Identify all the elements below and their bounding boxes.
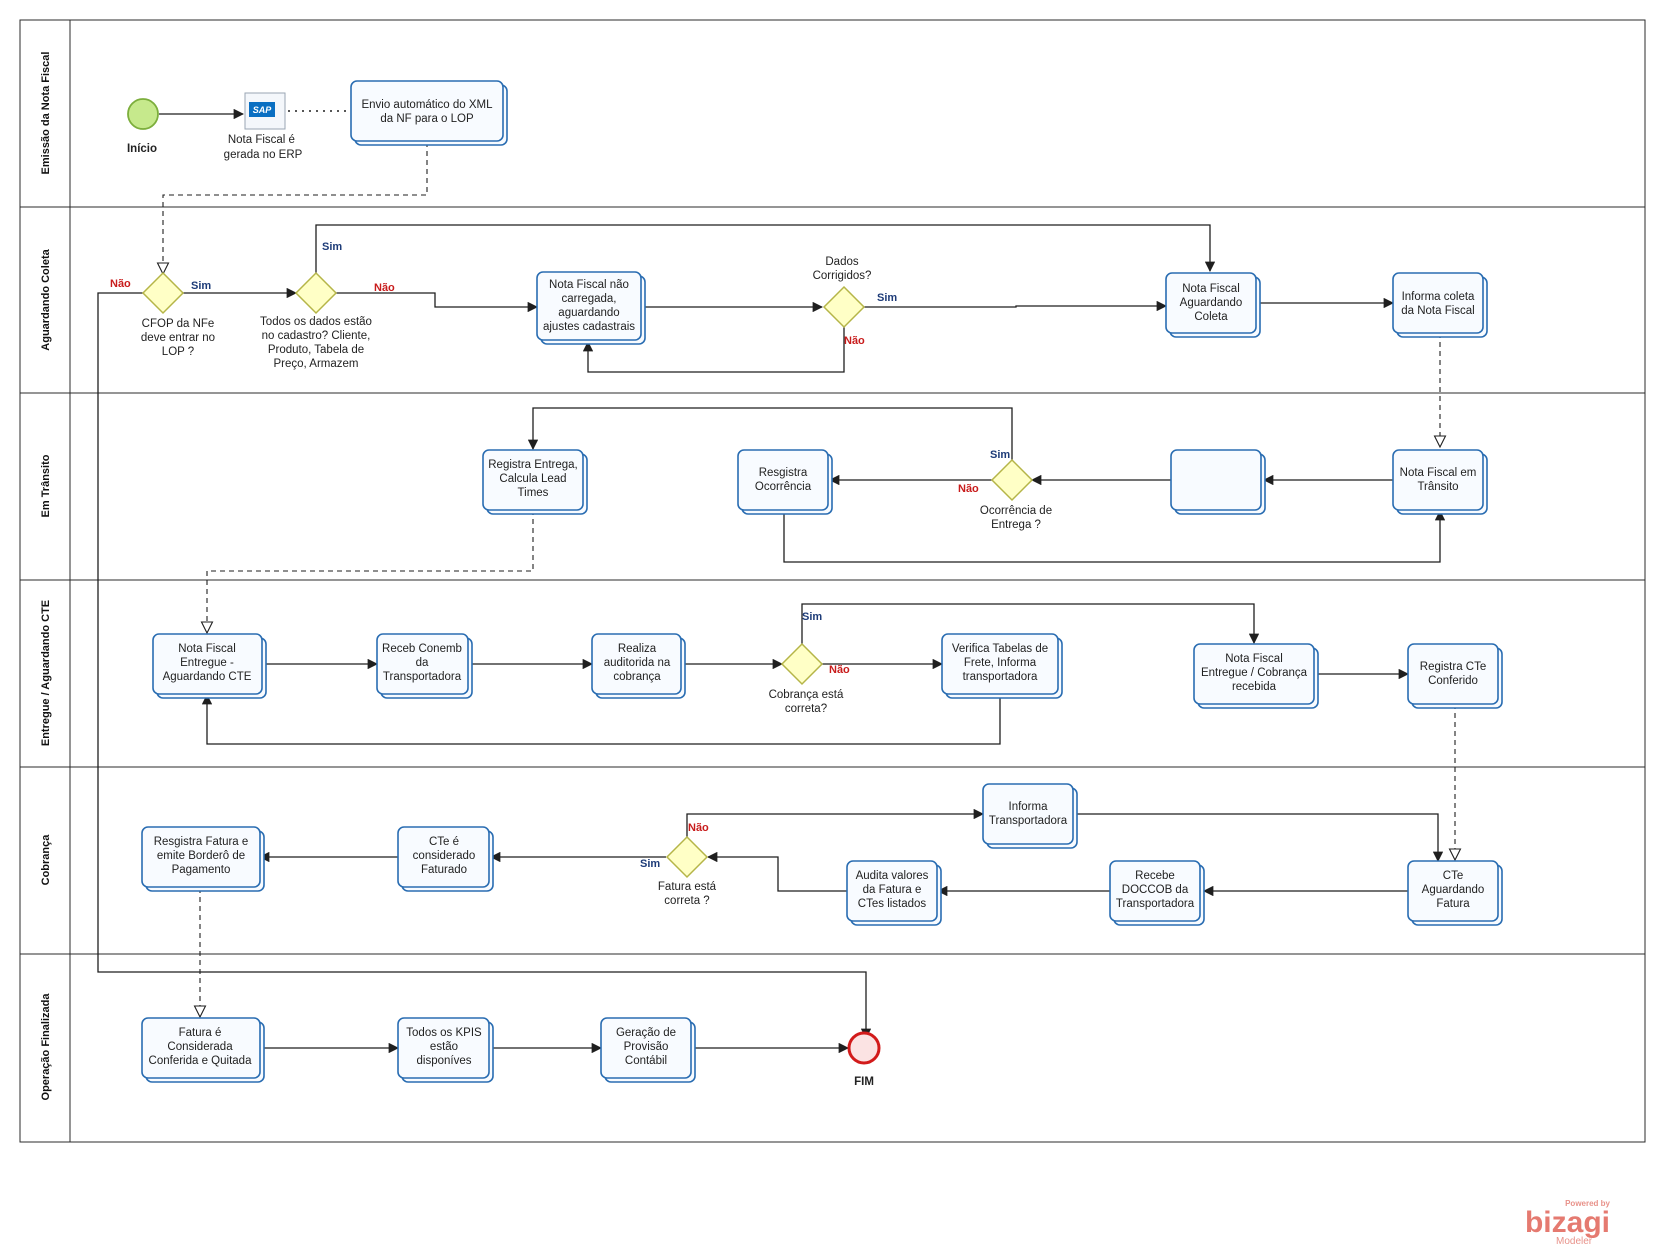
watermark-brand: bizagi (1525, 1206, 1610, 1239)
flow-label-corrigidos-nao: Não (844, 335, 865, 347)
gateway-cfop[interactable] (141, 271, 185, 315)
bizagi-watermark: Powered by bizagi Modeler (1525, 1199, 1611, 1247)
gateway-corrigidos[interactable] (822, 285, 866, 329)
gateway-dados[interactable] (294, 271, 338, 315)
lane-title-emissao: Emissão da Nota Fiscal (40, 52, 52, 175)
flow-label-dados-sim: Sim (322, 241, 342, 253)
flow-label-ocorrencia-sim: Sim (990, 449, 1010, 461)
flow-label-cobranca-nao: Não (829, 664, 850, 676)
sap-data-object-icon[interactable]: SAP (244, 92, 286, 130)
flow-label-fatura-sim: Sim (640, 858, 660, 870)
end-event[interactable] (847, 1031, 881, 1065)
lane-title-transito: Em Trânsito (40, 454, 52, 517)
lane-title-final: Operação Finalizada (40, 993, 52, 1101)
artifact-caption: Nota Fiscal é gerada no ERP (224, 134, 303, 161)
lane-title-cobranca: Cobrança (40, 834, 52, 886)
flow-label-cfop-nao: Não (110, 278, 131, 290)
task-recebe-ocoren[interactable] (0, 0, 1266, 515)
gateway-ocorrencia[interactable] (990, 458, 1034, 502)
watermark-powered: Powered by (1565, 1199, 1610, 1208)
gateway-cobranca-correta[interactable] (780, 642, 824, 686)
start-event-label: Início (127, 143, 157, 155)
lane-title-entregue: Entregue / Aguardando CTE (40, 600, 52, 746)
flow-label-cfop-sim: Sim (191, 280, 211, 292)
start-event[interactable] (127, 98, 159, 130)
gateway-fatura-correta[interactable] (665, 835, 709, 879)
pool (19, 19, 1646, 1143)
lane-title-coleta: Aguardando Coleta (40, 248, 52, 350)
watermark-product: Modeler (1556, 1236, 1593, 1247)
end-event-label: FIM (854, 1076, 874, 1088)
flow-label-corrigidos-sim: Sim (877, 292, 897, 304)
flow-label-cobranca-sim: Sim (802, 611, 822, 623)
sap-logo-text: SAP (253, 105, 273, 115)
flow-label-ocorrencia-nao: Não (958, 483, 979, 495)
connectors (97, 108, 1455, 1054)
flow-label-fatura-nao: Não (688, 822, 709, 834)
flow-label-dados-nao: Não (374, 282, 395, 294)
